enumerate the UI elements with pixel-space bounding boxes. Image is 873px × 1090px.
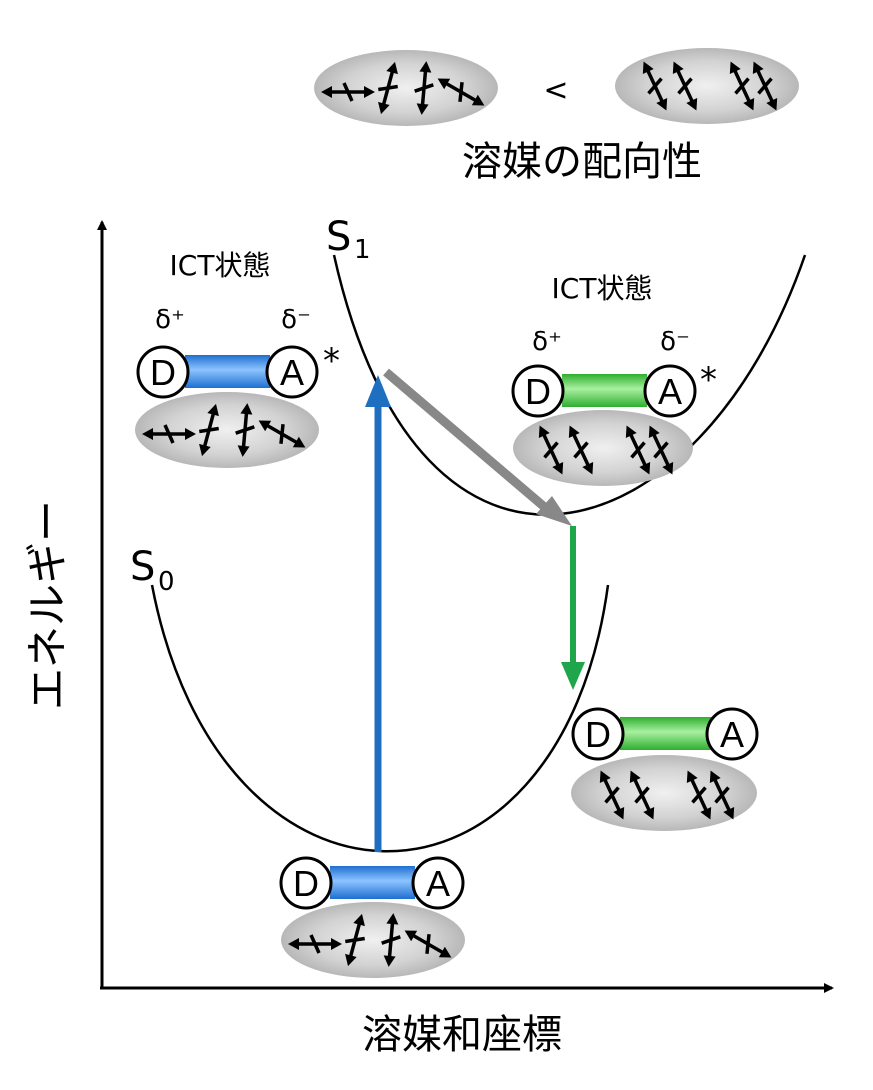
solvent-cloud-disordered bbox=[314, 50, 498, 126]
ground-state-right: D A bbox=[571, 707, 759, 831]
donor-circle bbox=[511, 364, 565, 418]
svg-text:A: A bbox=[658, 371, 682, 412]
svg-text:S: S bbox=[130, 544, 155, 590]
comparison-symbol: < bbox=[543, 73, 568, 108]
ict-state-right: ICT状態 δ⁺ δ⁻ D A * bbox=[511, 272, 717, 486]
svg-text:A: A bbox=[426, 863, 450, 904]
solvent-orientation-caption: 溶媒の配向性 bbox=[462, 139, 702, 185]
s1-label: S 1 bbox=[326, 214, 371, 265]
relaxation-arrow bbox=[383, 368, 572, 526]
svg-text:A: A bbox=[280, 352, 304, 393]
svg-text:D: D bbox=[525, 371, 551, 412]
svg-text:D: D bbox=[293, 863, 319, 904]
emission-arrow bbox=[561, 526, 585, 690]
excited-star: * bbox=[700, 360, 717, 400]
bridge-bar bbox=[185, 355, 270, 388]
s0-curve bbox=[150, 584, 610, 853]
ict-title: ICT状態 bbox=[552, 272, 653, 305]
ground-state-bottom: D A bbox=[279, 856, 465, 978]
donor-circle bbox=[136, 345, 190, 399]
solvent-cloud bbox=[513, 410, 693, 486]
delta-plus: δ⁺ bbox=[155, 305, 185, 335]
svg-text:0: 0 bbox=[158, 567, 175, 597]
solvent-cloud bbox=[571, 755, 757, 831]
acceptor-circle bbox=[643, 364, 697, 418]
donor-circle bbox=[571, 707, 625, 761]
bridge-bar bbox=[330, 866, 415, 899]
acceptor-circle bbox=[265, 345, 319, 399]
delta-plus: δ⁺ bbox=[532, 327, 562, 357]
acceptor-circle bbox=[411, 856, 465, 910]
svg-text:S: S bbox=[326, 214, 351, 260]
solvent-cloud bbox=[281, 902, 465, 978]
bridge-bar bbox=[562, 374, 647, 407]
donor-circle bbox=[279, 856, 333, 910]
excitation-arrow bbox=[365, 375, 391, 852]
x-axis-label: 溶媒和座標 bbox=[362, 1012, 562, 1058]
bridge-bar bbox=[620, 717, 712, 750]
solvent-cloud-oriented bbox=[615, 48, 799, 124]
svg-text:D: D bbox=[585, 714, 611, 755]
s0-label: S 0 bbox=[130, 544, 175, 597]
acceptor-circle bbox=[705, 707, 759, 761]
ict-state-left: ICT状態 δ⁺ δ⁻ D A * bbox=[135, 249, 340, 468]
delta-minus: δ⁻ bbox=[660, 327, 690, 357]
y-axis-label: エネルギー bbox=[23, 500, 72, 710]
excited-star: * bbox=[323, 341, 340, 381]
solvent-cloud bbox=[135, 392, 319, 468]
svg-text:D: D bbox=[150, 352, 176, 393]
svg-text:A: A bbox=[720, 714, 744, 755]
ict-title: ICT状態 bbox=[170, 249, 271, 282]
delta-minus: δ⁻ bbox=[281, 305, 311, 335]
svg-text:1: 1 bbox=[354, 235, 371, 265]
